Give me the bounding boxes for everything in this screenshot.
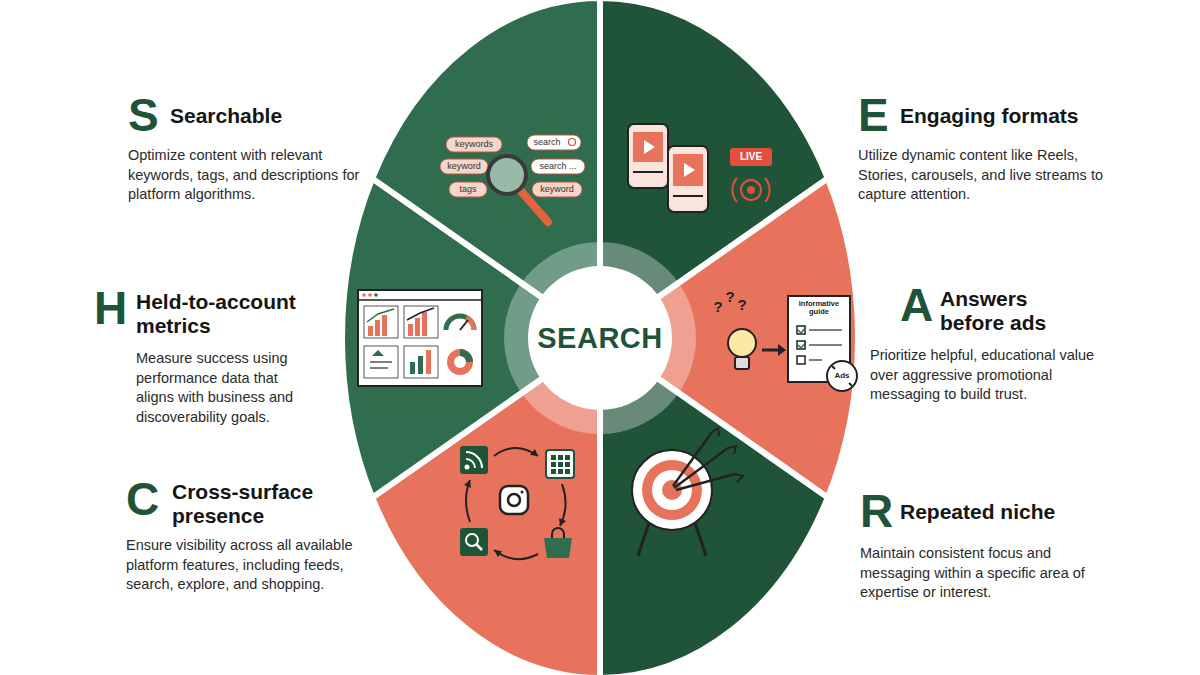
item-heading: Held-to-account metrics	[136, 290, 306, 337]
item-heading: Repeated niche	[900, 500, 1055, 524]
center-hub: SEARCH	[528, 266, 672, 410]
letter-mark: H	[94, 285, 127, 331]
item-body: Ensure visibility across all available p…	[126, 536, 381, 595]
inner-ring	[504, 242, 696, 434]
question-mark: ?	[724, 288, 736, 306]
question-mark: ?	[712, 298, 724, 316]
guide-icon	[728, 296, 857, 391]
principle-item: R Repeated nicheMaintain consistent focus…	[860, 488, 1085, 603]
wheel-wedges	[342, 0, 858, 675]
item-heading: Searchable	[170, 104, 282, 128]
principle-item: E Engaging formatsUtilize dynamic content…	[858, 92, 1108, 205]
ads-mark: Ads	[832, 369, 852, 383]
phones-icon	[628, 124, 772, 212]
principle-item: S SearchableOptimize content with relevan…	[128, 92, 376, 205]
tag-label: search	[527, 135, 567, 150]
letter-mark: S	[128, 92, 159, 138]
question-mark: ?	[736, 296, 748, 314]
target-icon	[632, 428, 743, 556]
live-badge: LIVE	[730, 148, 772, 166]
letter-mark: C	[126, 476, 159, 522]
item-body: Utilize dynamic content like Reels, Stor…	[858, 146, 1108, 205]
principle-item: HHeld-to-account metricsMeasure success …	[94, 285, 314, 428]
letter-mark: R	[860, 488, 893, 534]
item-heading: Answers before ads	[940, 287, 1060, 334]
letter-mark: E	[858, 92, 889, 138]
principle-item: C Cross-surface presenceEnsure visibility…	[126, 476, 381, 595]
item-body: Optimize content with relevant keywords,…	[128, 146, 376, 205]
item-heading: Engaging formats	[900, 104, 1079, 128]
dashboard-icon	[358, 290, 482, 386]
item-body: Measure success using performance data t…	[136, 349, 314, 427]
item-heading: Cross-surface presence	[172, 480, 342, 527]
search-tags-icon	[440, 135, 585, 222]
guide-title: Informative guide	[790, 300, 848, 322]
surfaces-icon	[460, 446, 574, 559]
tag-label: tags	[449, 182, 487, 197]
letter-mark: A	[900, 282, 933, 328]
tag-label: keyword	[440, 159, 488, 174]
tag-label: search ...	[531, 159, 585, 174]
principle-item: AAnswers before adsPrioritize helpful, e…	[900, 282, 1098, 405]
hub-title: SEARCH	[537, 322, 662, 355]
tag-label: keywords	[446, 137, 502, 152]
tag-label: keyword	[532, 182, 582, 197]
item-body: Prioritize helpful, educational value ov…	[870, 346, 1098, 405]
item-body: Maintain consistent focus and messaging …	[860, 544, 1085, 603]
